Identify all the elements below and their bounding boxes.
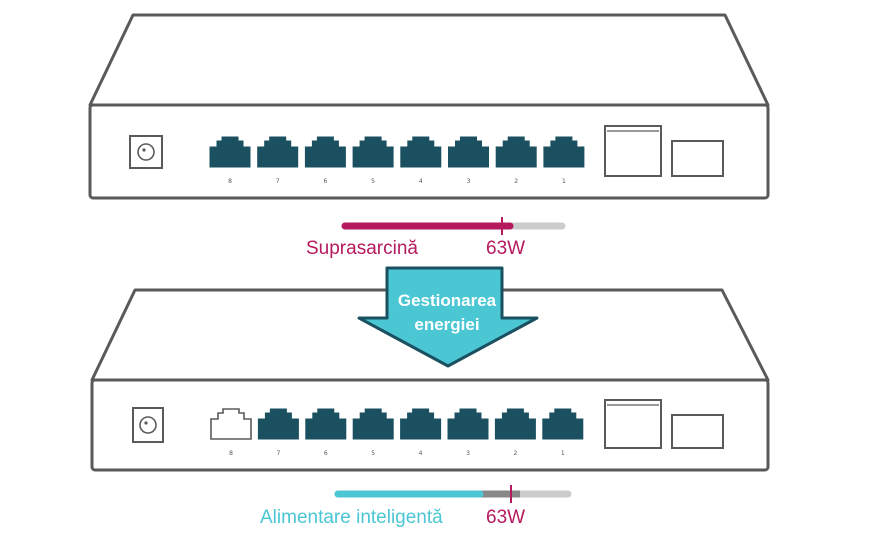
- top-port-group: 8 7 6 5 4 3 2 1: [209, 136, 585, 185]
- port-number-label: 7: [276, 178, 280, 185]
- ethernet-port-icon: [494, 408, 536, 440]
- down-arrow-icon: [357, 266, 539, 368]
- bottom-limit-label: 63W: [486, 507, 525, 528]
- port-number-label: 8: [228, 178, 232, 185]
- ethernet-port-icon: [210, 408, 252, 440]
- ethernet-port-icon: [495, 136, 537, 168]
- bottom-power-bar: [334, 485, 572, 503]
- port-number-label: 7: [276, 450, 280, 457]
- sfp-slot-icon: [671, 140, 724, 177]
- ethernet-port-icon: [447, 408, 489, 440]
- port-number-label: 2: [514, 178, 518, 185]
- ethernet-port-icon: [400, 408, 442, 440]
- power-jack-icon: [132, 407, 164, 443]
- sfp-slot-icon: [671, 414, 724, 449]
- sfp-slot-icon: [604, 125, 662, 177]
- port-number-label: 6: [324, 450, 328, 457]
- ethernet-port-icon: [400, 136, 442, 168]
- smart-power-label: Alimentare inteligentă: [260, 507, 443, 528]
- port-number-label: 4: [419, 450, 423, 457]
- ethernet-port-icon: [448, 136, 489, 168]
- top-limit-label: 63W: [486, 238, 525, 259]
- top-switch-lid: [88, 13, 770, 107]
- sfp-slot-icon: [604, 399, 662, 449]
- port-number-label: 1: [561, 450, 565, 457]
- ethernet-port-icon: [352, 408, 394, 440]
- port-number-label: 2: [513, 450, 517, 457]
- ethernet-port-icon: [305, 408, 347, 440]
- port-number-label: 3: [466, 450, 470, 457]
- port-number-label: 8: [229, 450, 233, 457]
- ethernet-port-icon: [352, 136, 394, 168]
- top-switch: 8 7 6 5 4 3 2 1: [88, 13, 770, 200]
- port-number-label: 6: [323, 178, 327, 185]
- ethernet-port-icon: [542, 408, 584, 440]
- arrow-label-line1: Gestionarea: [398, 291, 497, 310]
- ethernet-port-icon: [257, 408, 299, 440]
- power-jack-icon: [129, 135, 163, 169]
- ethernet-port-icon: [304, 136, 346, 168]
- ethernet-port-icon: [543, 136, 585, 168]
- ethernet-port-icon: [209, 136, 251, 168]
- port-number-label: 3: [467, 178, 471, 185]
- ethernet-port-icon: [257, 136, 299, 168]
- arrow-label-line2: energiei: [414, 315, 479, 334]
- overload-label: Suprasarcină: [306, 238, 418, 259]
- port-number-label: 5: [371, 450, 375, 457]
- port-number-label: 5: [371, 178, 375, 185]
- bottom-port-group: 8 7 6 5 4 3 2 1: [210, 408, 584, 457]
- port-number-label: 1: [562, 178, 566, 185]
- port-number-label: 4: [419, 178, 423, 185]
- top-power-bar: [341, 217, 566, 235]
